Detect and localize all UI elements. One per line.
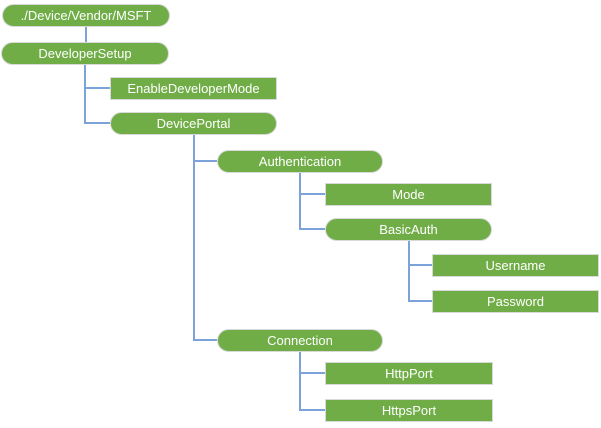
connector-line: [299, 351, 301, 411]
connector-line: [408, 300, 432, 302]
connector-line: [84, 87, 110, 89]
node-connection: Connection: [217, 329, 383, 352]
node-basic-auth: BasicAuth: [325, 218, 492, 241]
node-http-port: HttpPort: [325, 362, 493, 385]
node-label: DeveloperSetup: [38, 46, 132, 61]
node-label: Username: [485, 258, 546, 273]
node-label: HttpPort: [385, 366, 433, 381]
node-label: Authentication: [258, 154, 342, 169]
node-device-portal: DevicePortal: [110, 112, 277, 135]
connector-line: [408, 240, 410, 302]
connector-line: [193, 134, 195, 341]
node-password: Password: [432, 290, 599, 313]
node-authentication: Authentication: [217, 150, 383, 173]
connector-line: [193, 339, 218, 341]
connector-line: [85, 26, 87, 42]
node-label: Mode: [392, 187, 425, 202]
connector-line: [299, 372, 325, 374]
node-label: BasicAuth: [379, 222, 438, 237]
node-mode: Mode: [325, 183, 492, 206]
node-device-vendor-msft: ./Device/Vendor/MSFT: [2, 4, 170, 27]
node-enable-developer-mode: EnableDeveloperMode: [110, 77, 277, 100]
node-https-port: HttpsPort: [325, 399, 493, 422]
connector-line: [84, 122, 110, 124]
connector-line: [299, 172, 301, 230]
node-label: ./Device/Vendor/MSFT: [20, 8, 152, 23]
connector-line: [408, 264, 432, 266]
node-label: Password: [486, 294, 545, 309]
connector-line: [299, 409, 325, 411]
node-username: Username: [432, 254, 599, 277]
connector-line: [299, 228, 325, 230]
connector-line: [193, 160, 217, 162]
node-label: DevicePortal: [156, 116, 231, 131]
node-label: EnableDeveloperMode: [127, 81, 260, 96]
node-developer-setup: DeveloperSetup: [1, 42, 169, 65]
node-label: Connection: [267, 333, 333, 348]
connector-line: [299, 193, 325, 195]
connector-line: [84, 64, 86, 124]
node-label: HttpsPort: [381, 403, 437, 418]
